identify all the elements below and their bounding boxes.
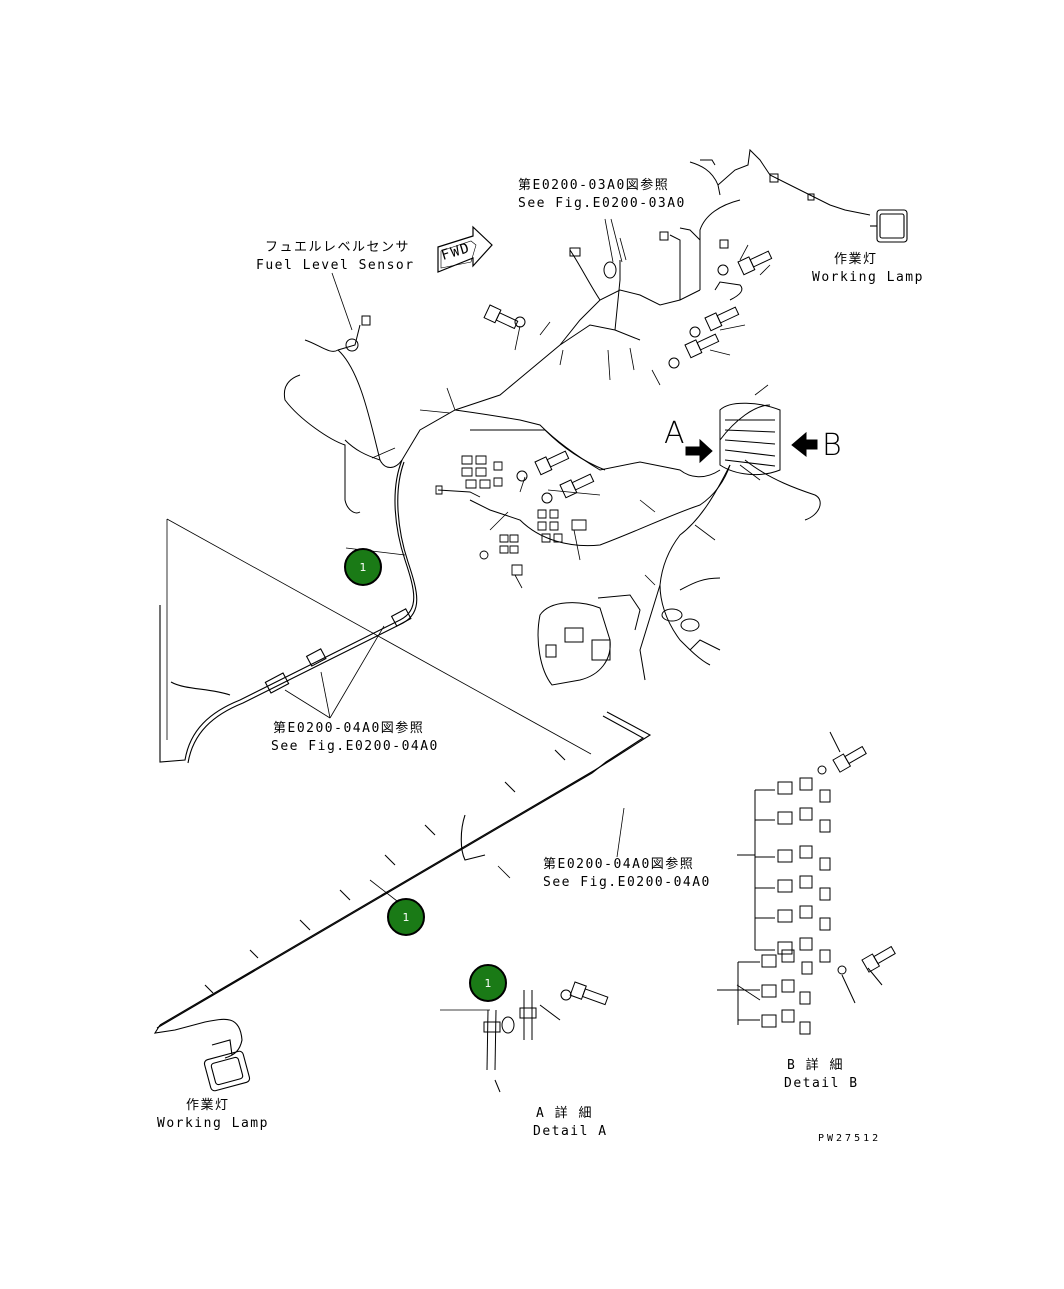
leader-lines	[285, 219, 770, 1010]
view-b-label: B	[822, 428, 842, 463]
fuel-sensor-label-en: Fuel Level Sensor	[256, 258, 415, 273]
fig04-ref-right-en: See Fig.E0200-04A0	[543, 875, 711, 890]
detail-b-label-jp: B 詳 細	[787, 1058, 844, 1073]
fuel-sensor-label-jp: フュエルレベルセンサ	[265, 240, 411, 255]
top-lamp-harness	[690, 150, 870, 215]
detail-a-label-en: Detail A	[533, 1124, 608, 1139]
connector-block	[720, 403, 780, 474]
item-callout-1[interactable]: 1	[344, 548, 382, 586]
bolts-upper	[484, 232, 773, 503]
guide-lines	[167, 519, 591, 754]
detail-b-drawing	[717, 732, 897, 1034]
detail-a-drawing	[484, 982, 609, 1092]
fig04-ref-right-jp: 第E0200-04A0図参照	[543, 857, 695, 872]
fuel-sensor-harness	[284, 316, 560, 513]
view-arrow-a-icon	[686, 440, 712, 462]
view-a-label: A	[664, 416, 685, 451]
working-lamp-bottom-icon	[204, 1040, 251, 1092]
fig04-ref-left-en: See Fig.E0200-04A0	[271, 739, 439, 754]
working-lamp-bottom-label-en: Working Lamp	[157, 1116, 269, 1131]
detail-a-label-jp: A 詳 細	[536, 1106, 593, 1121]
working-lamp-top-label-en: Working Lamp	[812, 270, 924, 285]
working-lamp-top-icon	[870, 210, 907, 242]
item-callout-1[interactable]: 1	[387, 898, 425, 936]
clip-cluster	[436, 456, 586, 575]
fwd-arrow-icon	[438, 227, 492, 272]
controller-plates	[538, 595, 699, 685]
main-harness	[160, 460, 417, 763]
detail-b-label-en: Detail B	[784, 1076, 859, 1091]
fig04-ref-left-jp: 第E0200-04A0図参照	[273, 721, 425, 736]
fig03-ref-jp: 第E0200-03A0図参照	[518, 178, 670, 193]
fig03-ref-en: See Fig.E0200-03A0	[518, 196, 686, 211]
item-callout-1[interactable]: 1	[469, 964, 507, 1002]
working-lamp-bottom-label-jp: 作業灯	[186, 1098, 230, 1113]
cab-harness	[455, 200, 820, 680]
view-arrow-b-icon	[792, 433, 817, 456]
working-lamp-top-label-jp: 作業灯	[834, 252, 878, 267]
drawing-number: PW27512	[818, 1133, 882, 1144]
boom-harness	[155, 712, 650, 1058]
